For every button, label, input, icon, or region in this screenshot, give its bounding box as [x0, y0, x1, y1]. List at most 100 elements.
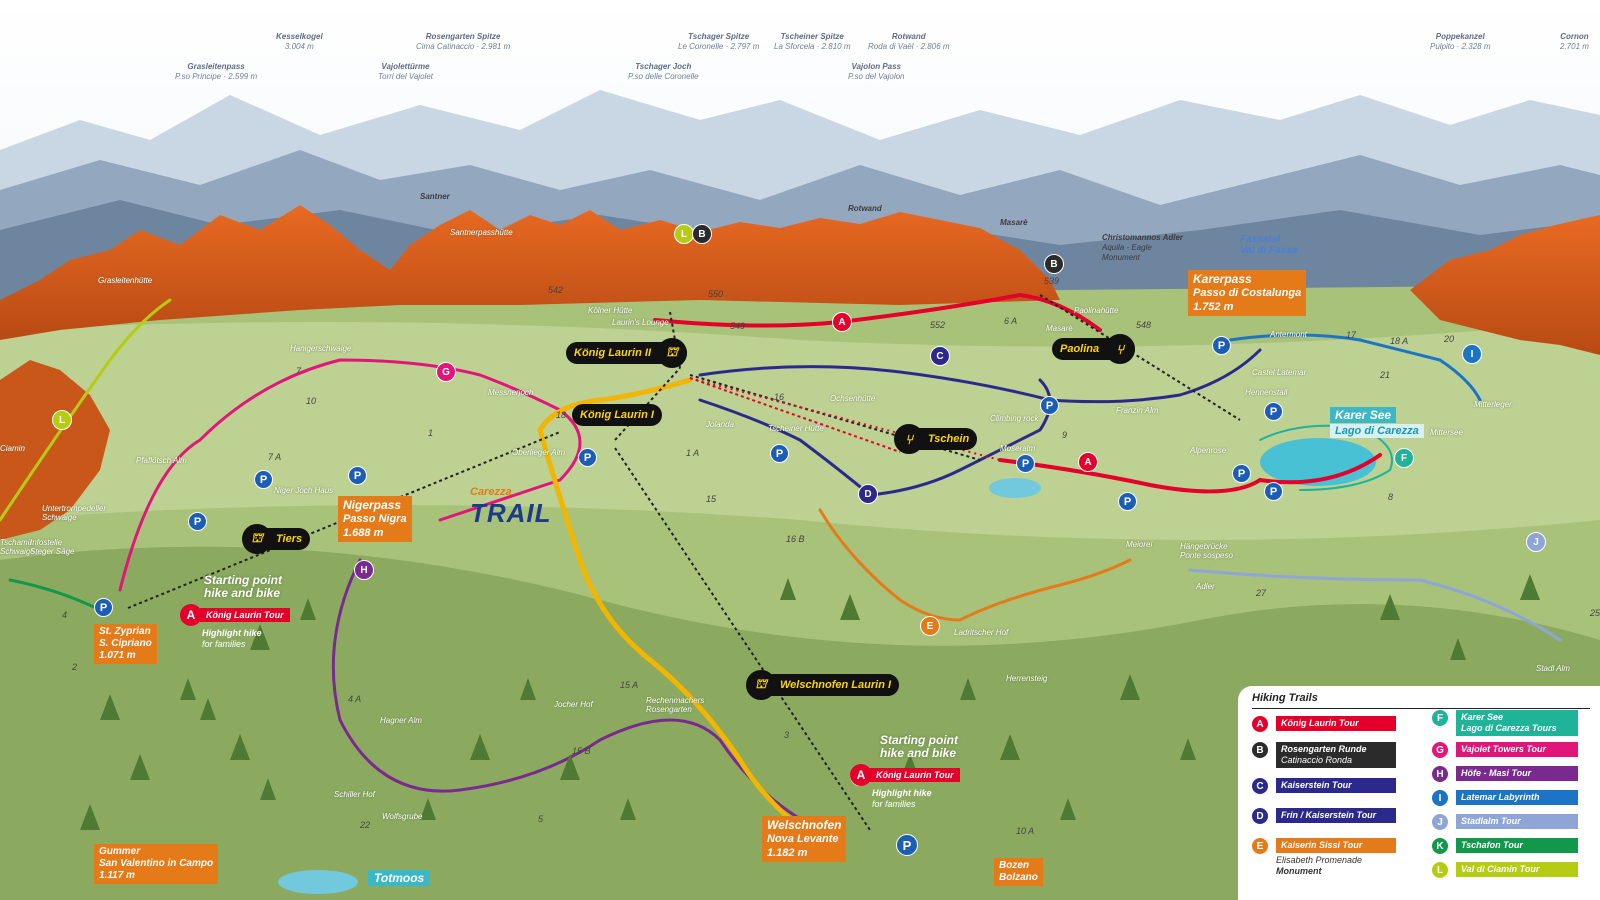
route-tag-e[interactable]: E — [920, 616, 940, 636]
parking-icon[interactable]: P — [896, 834, 918, 856]
trail-number: 8 — [1388, 492, 1394, 502]
label-hennenstall: Hennenstall — [1245, 388, 1288, 397]
trail-d[interactable] — [698, 378, 1052, 497]
parking-icon[interactable]: P — [1212, 336, 1231, 355]
trail-j[interactable] — [1188, 568, 1562, 642]
gondola-icon: ⛫ — [242, 524, 272, 554]
label-hagner-alm: Hagner Alm — [380, 716, 422, 725]
trail-a[interactable] — [653, 292, 1382, 494]
route-tag-a[interactable]: A — [1078, 452, 1098, 472]
lift-koenig-laurin-ii[interactable]: König Laurin II⛫ — [566, 338, 687, 368]
route-tag-d[interactable]: D — [858, 484, 878, 504]
route-tag-f[interactable]: F — [1394, 448, 1414, 468]
parking-icon[interactable]: P — [254, 470, 273, 489]
label-masare-top: Masarè — [1000, 218, 1028, 227]
route-tag-l[interactable]: L — [674, 224, 694, 244]
totmoos-label: Totmoos — [368, 870, 431, 886]
route-tag-c[interactable]: C — [930, 346, 950, 366]
lift-welschnofen-laurin-i[interactable]: ⛫Welschnofen Laurin I — [746, 670, 900, 700]
trail-number: 4 A — [348, 694, 362, 704]
route-tag-j[interactable]: J — [1526, 532, 1546, 552]
parking-icon[interactable]: P — [578, 448, 597, 467]
route-tag-b[interactable]: B — [1044, 254, 1064, 274]
parking-icon[interactable]: P — [188, 512, 207, 531]
route-tag-l[interactable]: L — [52, 410, 72, 430]
parking-icon[interactable]: P — [348, 466, 367, 485]
trail-l[interactable] — [0, 298, 172, 522]
trail-number: 1 A — [686, 448, 700, 458]
trail-number: 18 A — [1390, 336, 1409, 346]
legend-divider — [1252, 708, 1590, 709]
trail-yellow[interactable] — [537, 377, 833, 853]
trail-e[interactable] — [818, 508, 1132, 622]
label-oberlieger-alm: Oberlieger Alm — [512, 448, 566, 457]
trail-k[interactable] — [8, 578, 102, 612]
parking-icon[interactable]: P — [1118, 492, 1137, 511]
left-cliffs — [0, 360, 110, 540]
trail-h[interactable] — [331, 558, 822, 832]
trail-number: 7 — [296, 366, 302, 376]
lift-tiers[interactable]: ⛫Tiers — [242, 524, 311, 554]
route-tag-a[interactable]: A — [832, 312, 852, 332]
label-santnerpasshuette: Santnerpasshütte — [450, 228, 513, 237]
trail-number: 25 — [1590, 608, 1600, 618]
legend-title: Hiking Trails — [1252, 692, 1318, 704]
parking-icon[interactable]: P — [770, 444, 789, 463]
lift-paolina[interactable]: Paolina⑂ — [1052, 334, 1136, 364]
trail-i[interactable] — [1228, 333, 1482, 402]
trail-number: 20 — [1444, 334, 1455, 344]
parking-icon[interactable]: P — [1040, 396, 1059, 415]
label-franzin-alm: Franzin Alm — [1116, 406, 1159, 415]
trail-f[interactable] — [1259, 424, 1393, 491]
trail-number: 17 — [1346, 330, 1357, 340]
trail-number: 1 — [428, 428, 434, 438]
label-ciamin: Ciamin — [0, 444, 25, 453]
trail-number: 16 — [774, 392, 785, 402]
route-tag-g[interactable]: G — [436, 362, 456, 382]
parking-icon[interactable]: P — [1016, 454, 1035, 473]
totmoos-lake — [278, 870, 358, 894]
trail-number: 7 A — [268, 452, 282, 462]
trail-number: 15 B — [572, 746, 591, 756]
parking-icon[interactable]: P — [1232, 464, 1251, 483]
label-jocher-hof: Jocher Hof — [554, 700, 593, 709]
label-antermont: Antermont — [1270, 330, 1307, 339]
label-koelner-huette: Kölner Hütte — [588, 306, 633, 315]
parking-icon[interactable]: P — [94, 598, 113, 617]
lift-tschein[interactable]: ⑂Tschein — [894, 424, 978, 454]
label-mitterleger: Mitterleger — [1474, 400, 1512, 409]
gondola-icon: ⛫ — [746, 670, 776, 700]
lift-koenig-laurin-i[interactable]: König Laurin I — [572, 404, 662, 426]
trail-number: 2 — [72, 662, 78, 672]
chairlift-icon: ⑂ — [1105, 334, 1136, 364]
parking-icon[interactable]: P — [1264, 402, 1283, 421]
route-tag-h[interactable]: H — [354, 560, 374, 580]
label-schiller-hof: Schiller Hof — [334, 790, 375, 799]
route-tag-i[interactable]: I — [1462, 344, 1482, 364]
parking-icon[interactable]: P — [1264, 482, 1283, 501]
route-tag-b[interactable]: B — [692, 224, 712, 244]
label-santner: Santner — [420, 192, 450, 201]
